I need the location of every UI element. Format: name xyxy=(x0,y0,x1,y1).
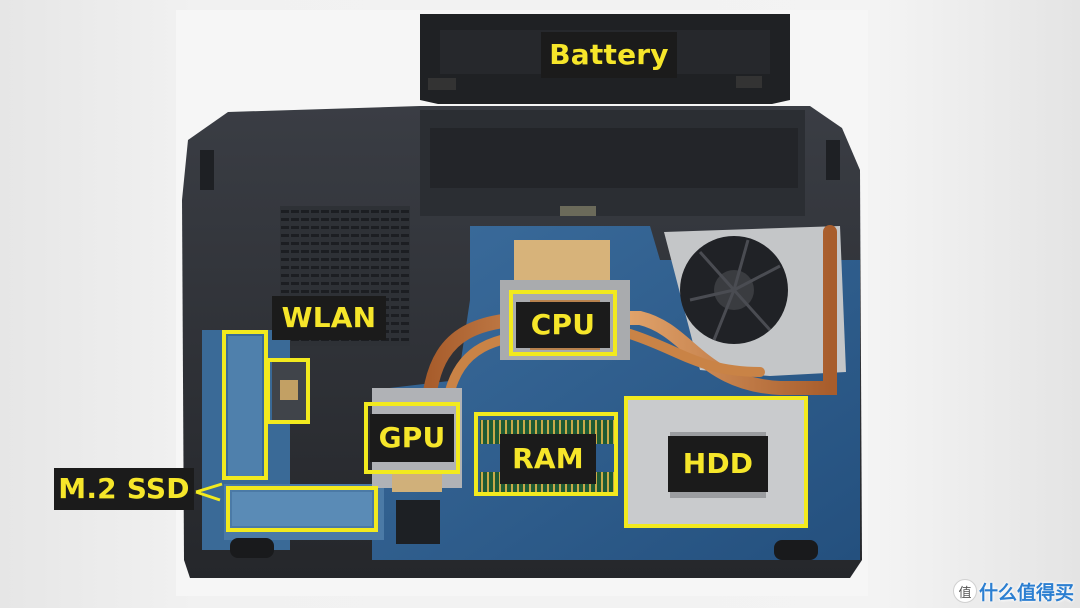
ram-label: RAM xyxy=(500,434,596,484)
ssd-card-highlight-box xyxy=(226,486,378,532)
cpu-highlight-box xyxy=(509,290,617,356)
battery-label: Battery xyxy=(541,32,677,78)
m2-ssd-label: M.2 SSD xyxy=(54,468,194,510)
rubber-feet xyxy=(230,538,818,560)
site-watermark: 值 什么值得买 xyxy=(952,576,1074,606)
wlan-highlight-box xyxy=(266,358,310,424)
cpu-label: CPU xyxy=(516,302,610,348)
wlan-label: WLAN xyxy=(272,296,386,340)
watermark-text: 什么值得买 xyxy=(978,581,1074,604)
m2-ssd-slot xyxy=(195,336,372,526)
gpu-label: GPU xyxy=(370,414,454,462)
hdd-highlight-box xyxy=(624,396,808,528)
ram-highlight-box xyxy=(474,412,618,496)
watermark-badge-icon: 值 xyxy=(952,579,977,603)
gpu-highlight-box xyxy=(364,402,460,474)
hdd-label: HDD xyxy=(668,436,768,492)
wlan-card xyxy=(272,362,308,420)
cooling-fan xyxy=(664,226,846,376)
ssd-slot-highlight-box xyxy=(222,330,268,480)
